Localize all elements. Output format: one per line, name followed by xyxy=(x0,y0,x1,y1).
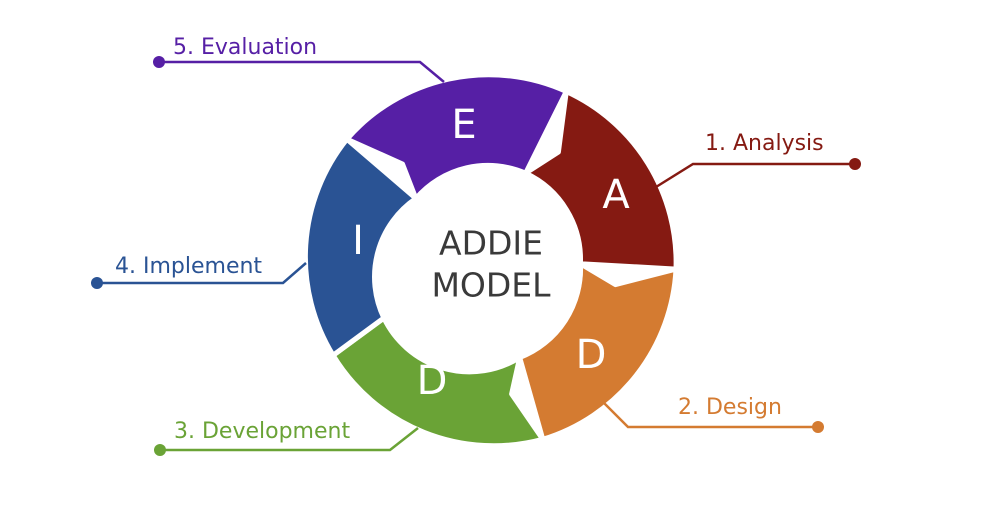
center-title-line1: ADDIE xyxy=(439,224,543,263)
label-implement: 4. Implement xyxy=(115,254,262,279)
segment-analysis xyxy=(523,89,679,272)
letter-development: D xyxy=(417,358,448,404)
callout-dot-analysis xyxy=(849,158,861,170)
segment-development xyxy=(330,315,546,449)
callout-dot-evaluation xyxy=(153,56,165,68)
callout-dot-development xyxy=(154,444,166,456)
segment-implement xyxy=(302,136,419,358)
label-evaluation: 5. Evaluation xyxy=(173,35,317,60)
callout-line-design xyxy=(602,401,818,429)
letter-implement: I xyxy=(352,218,364,264)
letter-design: D xyxy=(576,332,607,378)
callout-dot-implement xyxy=(91,277,103,289)
center-circle xyxy=(399,176,583,360)
callout-line-analysis xyxy=(655,162,855,189)
segment-evaluation xyxy=(344,72,569,201)
letter-evaluation: E xyxy=(451,102,476,148)
label-development: 3. Development xyxy=(174,419,350,444)
callout-line-evaluation xyxy=(159,60,445,83)
callout-dot-design xyxy=(812,421,824,433)
letter-analysis: A xyxy=(602,172,630,218)
label-design: 2. Design xyxy=(678,395,782,420)
center-title-line2: MODEL xyxy=(431,266,551,305)
callout-line-development xyxy=(160,427,419,452)
label-analysis: 1. Analysis xyxy=(705,131,824,156)
callout-line-implement xyxy=(97,262,307,285)
